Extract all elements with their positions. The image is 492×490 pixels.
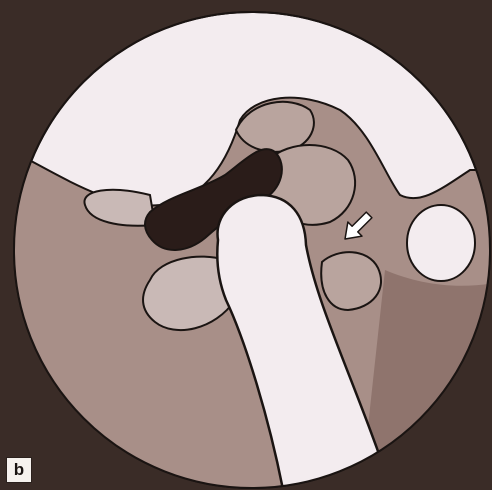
right-lower-lobe: [321, 252, 381, 310]
panel-label-text: b: [14, 460, 24, 480]
right-oval: [407, 205, 475, 281]
panel-label: b: [6, 457, 32, 483]
